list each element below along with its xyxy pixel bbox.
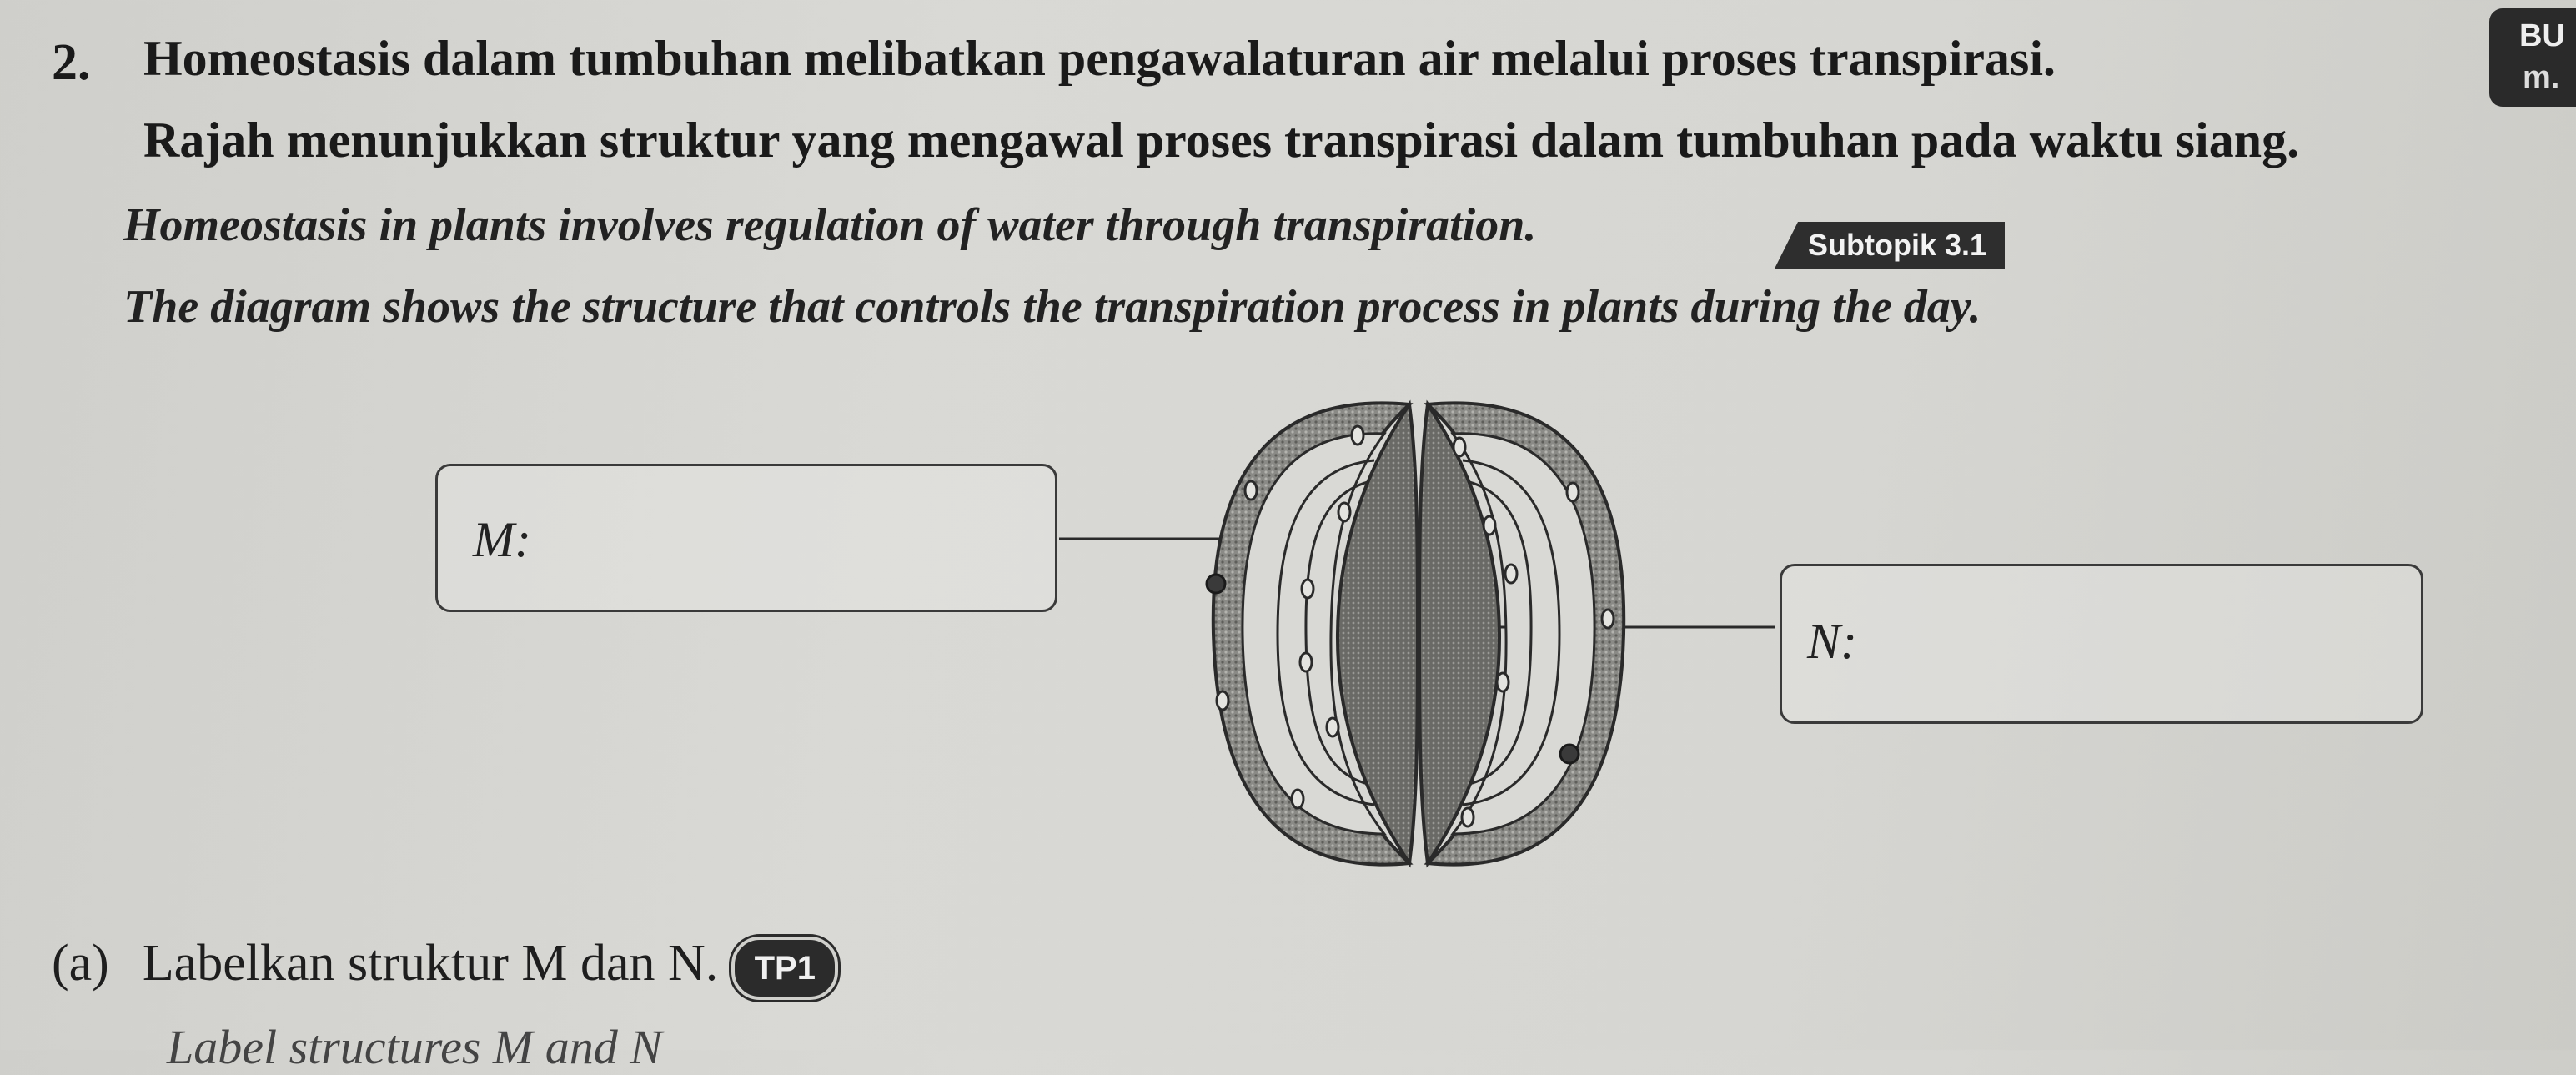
part-a-question: (a) Labelkan struktur M dan N.TP1 xyxy=(52,934,839,1000)
tp-badge: TP1 xyxy=(731,936,839,1000)
question-malay-line-1: Homeostasis dalam tumbuhan melibatkan pe… xyxy=(143,31,2056,86)
part-a-english-text: Label structures M and N xyxy=(167,1020,662,1074)
subtopik-badge: Subtopik 3.1 xyxy=(1775,222,2006,269)
guard-cell-left xyxy=(1211,399,1419,868)
question-english-line-1: Homeostasis in plants involves regulatio… xyxy=(123,199,1537,251)
part-a-malay-text: Labelkan struktur M dan N. xyxy=(142,935,719,992)
corner-badge-line-1: BU xyxy=(2519,18,2565,53)
corner-badge-line-2: m. xyxy=(2523,60,2560,95)
question-number: 2. xyxy=(52,34,91,91)
question-english-line-2: The diagram shows the structure that con… xyxy=(123,281,1981,333)
stoma-diagram xyxy=(1059,399,1775,868)
question-malay-line-2: Rajah menunjukkan struktur yang mengawal… xyxy=(143,113,2300,168)
label-n: N: xyxy=(1807,614,1857,669)
corner-badge: BU m. xyxy=(2489,8,2576,107)
nucleus-left xyxy=(1205,573,1227,595)
worksheet-page: 2. Homeostasis dalam tumbuhan melibatkan… xyxy=(52,8,2576,1074)
part-a-marker: (a) xyxy=(52,935,109,992)
label-m: M: xyxy=(473,512,531,567)
guard-cell-right xyxy=(1418,399,1626,868)
label-box-n[interactable]: N: xyxy=(1780,564,2423,724)
nucleus-right xyxy=(1559,743,1580,765)
chloroplasts xyxy=(1215,424,1615,828)
label-box-m[interactable]: M: xyxy=(435,464,1057,612)
